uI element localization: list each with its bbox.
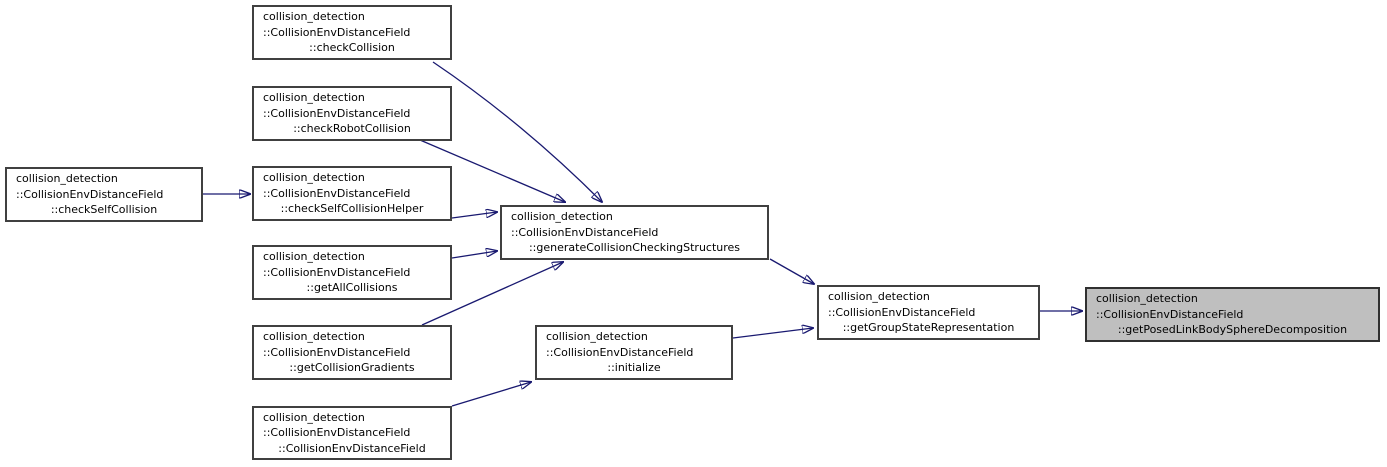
node-label-line: ::checkRobotCollision — [293, 122, 411, 136]
node-label-line: collision_detection — [1096, 292, 1198, 306]
node-initialize[interactable]: collision_detection::CollisionEnvDistanc… — [535, 325, 733, 380]
edge-check-self-collision-helper-to-generate-collision-checking-structures — [451, 212, 497, 219]
node-check-self-collision-helper[interactable]: collision_detection::CollisionEnvDistanc… — [252, 166, 452, 221]
node-label-line: collision_detection — [546, 330, 648, 344]
node-label-line: collision_detection — [263, 10, 365, 24]
node-label-line: ::initialize — [607, 361, 661, 375]
node-label-line: ::CollisionEnvDistanceField — [263, 106, 411, 120]
node-get-group-state-representation[interactable]: collision_detection::CollisionEnvDistanc… — [817, 285, 1040, 340]
node-label-line: collision_detection — [263, 91, 365, 105]
node-label-line: ::CollisionEnvDistanceField — [546, 345, 694, 359]
node-generate-collision-checking-structures[interactable]: collision_detection::CollisionEnvDistanc… — [500, 205, 769, 260]
edge-get-collision-gradients-to-generate-collision-checking-structures — [421, 262, 563, 326]
node-collision-env-distance-field-constructor[interactable]: collision_detection::CollisionEnvDistanc… — [252, 406, 452, 460]
node-label-line: collision_detection — [828, 290, 930, 304]
node-check-self-collision[interactable]: collision_detection::CollisionEnvDistanc… — [5, 167, 203, 222]
node-label-line: ::checkCollision — [309, 41, 395, 55]
node-label-line: ::CollisionEnvDistanceField — [511, 225, 659, 239]
node-label-line: ::getGroupStateRepresentation — [842, 321, 1015, 335]
node-label-line: ::CollisionEnvDistanceField — [263, 426, 411, 440]
node-label-line: ::CollisionEnvDistanceField — [263, 345, 411, 359]
node-label-line: collision_detection — [263, 330, 365, 344]
node-label-line: ::CollisionEnvDistanceField — [828, 305, 976, 319]
node-check-collision[interactable]: collision_detection::CollisionEnvDistanc… — [252, 5, 452, 60]
node-label-line: ::CollisionEnvDistanceField — [263, 25, 411, 39]
node-get-posed-link-body-sphere-decomposition: collision_detection::CollisionEnvDistanc… — [1085, 287, 1380, 342]
edge-get-all-collisions-to-generate-collision-checking-structures — [451, 251, 497, 259]
node-label-line: collision_detection — [16, 172, 118, 186]
node-label-line: ::CollisionEnvDistanceField — [1096, 307, 1244, 321]
node-label-line: ::checkSelfCollision — [50, 203, 158, 217]
node-label-line: ::checkSelfCollisionHelper — [280, 202, 424, 216]
edge-check-robot-collision-to-generate-collision-checking-structures — [419, 139, 565, 202]
node-label-line: collision_detection — [511, 210, 613, 224]
node-label-line: ::getAllCollisions — [306, 281, 398, 295]
edge-initialize-to-get-group-state-representation — [732, 328, 813, 339]
node-label-line: collision_detection — [263, 171, 365, 185]
node-check-robot-collision[interactable]: collision_detection::CollisionEnvDistanc… — [252, 86, 452, 141]
node-label-line: ::getPosedLinkBodySphereDecomposition — [1117, 323, 1348, 337]
node-label-line: ::CollisionEnvDistanceField — [263, 186, 411, 200]
node-label-line: ::CollisionEnvDistanceField — [278, 441, 426, 455]
node-label-line: collision_detection — [263, 250, 365, 264]
node-get-collision-gradients[interactable]: collision_detection::CollisionEnvDistanc… — [252, 325, 452, 380]
node-label-line: ::CollisionEnvDistanceField — [263, 265, 411, 279]
node-get-all-collisions[interactable]: collision_detection::CollisionEnvDistanc… — [252, 245, 452, 300]
node-label-line: ::CollisionEnvDistanceField — [16, 187, 164, 201]
edge-generate-collision-checking-structures-to-get-group-state-representation — [769, 258, 814, 284]
node-label-line: collision_detection — [263, 410, 365, 424]
node-label-line: ::getCollisionGradients — [289, 361, 415, 375]
node-label-line: ::generateCollisionCheckingStructures — [528, 241, 741, 255]
edge-collision-env-distance-field-constructor-to-initialize — [451, 382, 531, 407]
edge-check-collision-to-generate-collision-checking-structures — [432, 61, 602, 202]
